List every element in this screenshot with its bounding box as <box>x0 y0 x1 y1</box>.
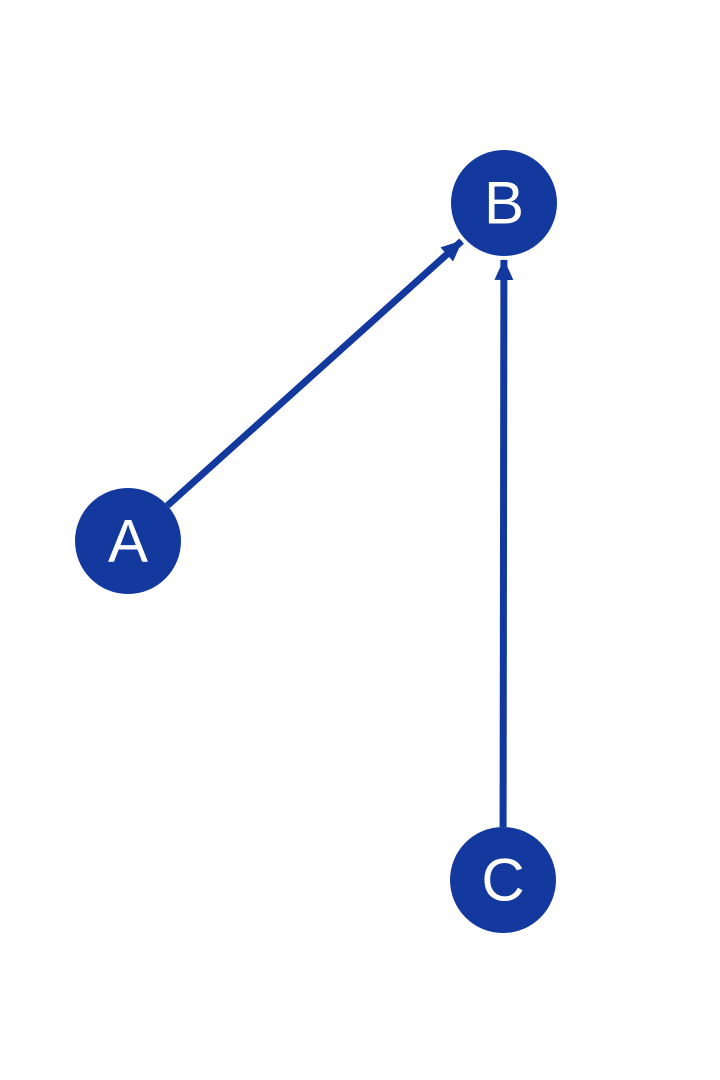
edge-A-B <box>165 238 464 509</box>
node-B[interactable]: B <box>451 150 557 256</box>
node-A[interactable]: A <box>75 488 181 594</box>
node-circle-A[interactable] <box>75 488 181 594</box>
edges-layer <box>165 238 514 828</box>
nodes-layer: A B C <box>75 150 557 933</box>
edge-C-B <box>494 258 514 828</box>
node-circle-C[interactable] <box>450 827 556 933</box>
node-circle-B[interactable] <box>451 150 557 256</box>
node-C[interactable]: C <box>450 827 556 933</box>
